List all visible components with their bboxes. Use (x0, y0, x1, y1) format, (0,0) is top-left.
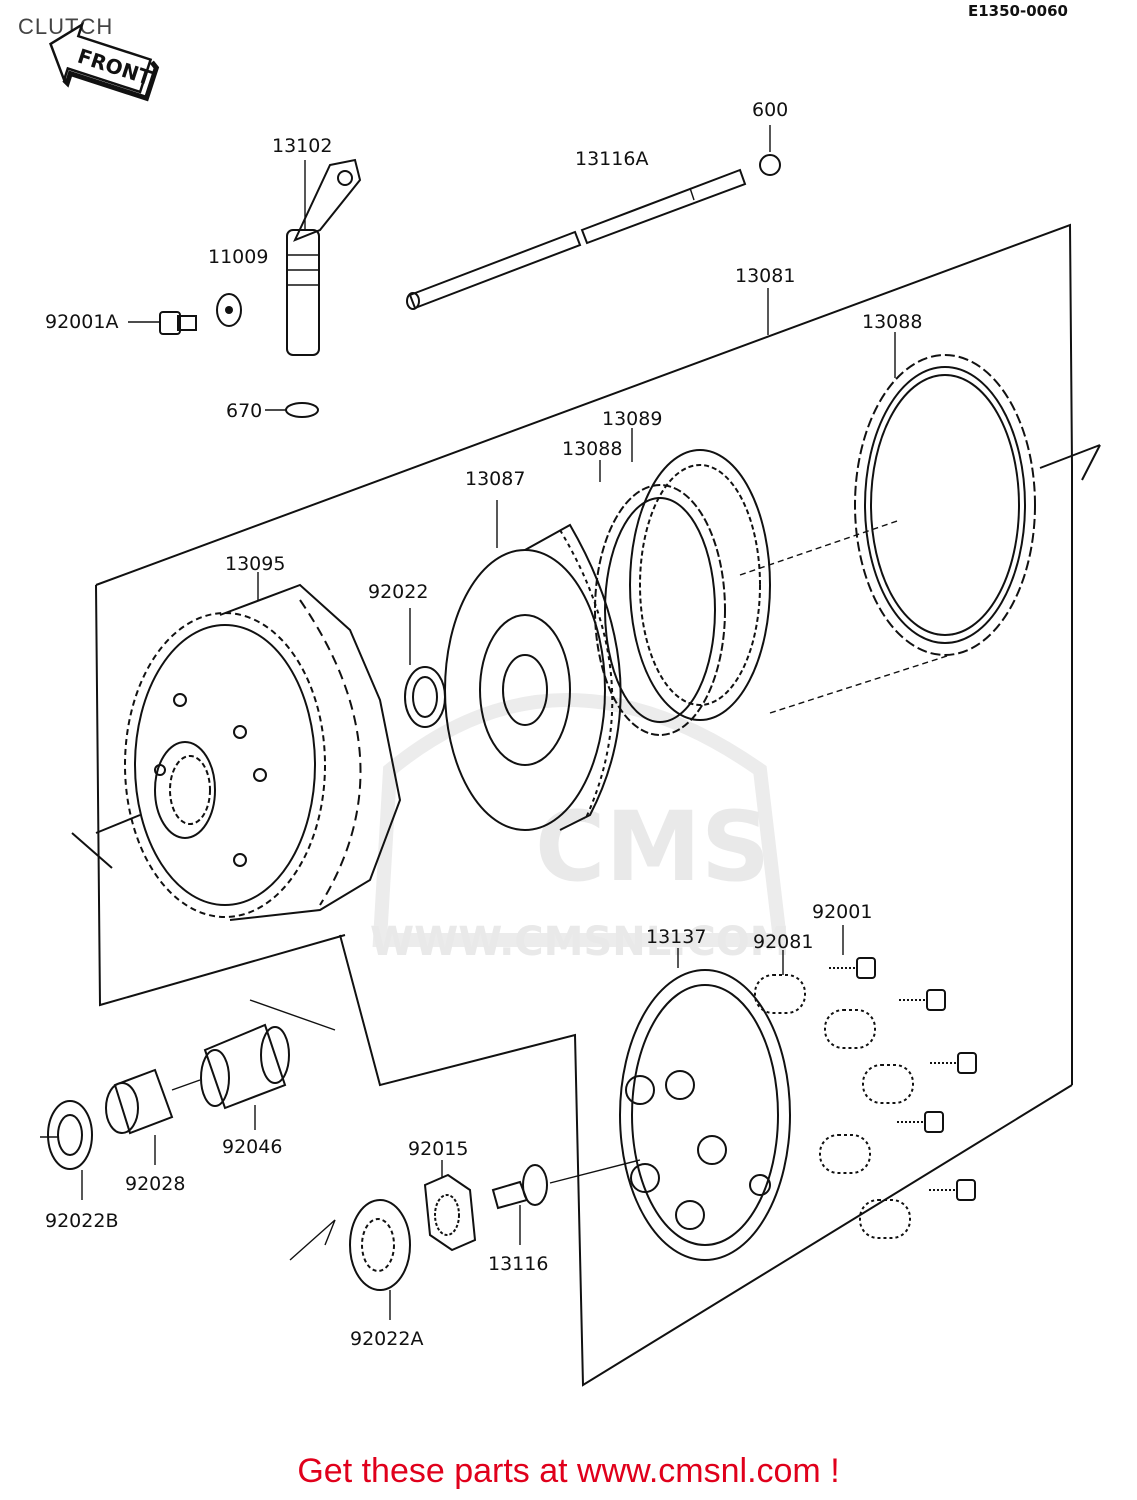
nut-92015 (423, 1160, 477, 1252)
label-92001: 92001 (812, 901, 872, 923)
label-600: 600 (752, 99, 788, 121)
lock-washer-92022a (289, 1199, 411, 1320)
sleeve-92028 (105, 1068, 201, 1165)
steel-plate-13089 (629, 428, 771, 721)
pushrod-13116a (406, 168, 747, 310)
label-11009: 11009 (208, 246, 268, 268)
label-13088-large: 13088 (862, 311, 922, 333)
label-92022b: 92022B (45, 1210, 118, 1232)
label-92081: 92081 (753, 931, 813, 953)
label-13102: 13102 (272, 135, 332, 157)
steel-ball-600 (759, 125, 781, 176)
label-13087: 13087 (465, 468, 525, 490)
washer-92022 (404, 608, 446, 728)
friction-plate-13088-large (739, 332, 1036, 714)
bolts-92001 (829, 925, 977, 1201)
label-92046: 92046 (222, 1136, 282, 1158)
footer-link[interactable]: Get these parts at www.cmsnl.com ! (297, 1452, 840, 1490)
part-labels: 600 13116A 13102 11009 92001A 670 13081 … (45, 99, 922, 1350)
watermark-logo-text: CMS (535, 791, 770, 903)
label-92015: 92015 (408, 1138, 468, 1160)
label-13116a: 13116A (575, 148, 648, 170)
label-13081: 13081 (735, 265, 795, 287)
friction-plate-13088 (594, 460, 726, 736)
washer-92022b (40, 1100, 93, 1200)
label-13095: 13095 (225, 553, 285, 575)
front-arrow: FRONT (49, 21, 160, 102)
label-13088-small: 13088 (562, 438, 622, 460)
label-13137: 13137 (646, 926, 706, 948)
label-92001a: 92001A (45, 311, 118, 333)
label-13116: 13116 (488, 1253, 548, 1275)
release-shaft-13102 (286, 158, 362, 356)
clutch-housing-13095 (124, 572, 402, 921)
pushrod-13116 (491, 1159, 641, 1245)
pressure-plate-13137 (619, 948, 791, 1261)
clutch-springs-92081 (754, 950, 914, 1239)
diagram-code: E1350-0060 (968, 2, 1068, 20)
label-670: 670 (226, 400, 262, 422)
reference-frame (71, 223, 1101, 1387)
watermark-logo: CMS WWW.CMSNL.COM (370, 693, 790, 965)
clutch-hub-13087 (444, 500, 622, 831)
bolt-92001a (128, 311, 197, 335)
label-92022: 92022 (368, 581, 428, 603)
o-ring-670 (265, 402, 319, 418)
label-13089: 13089 (602, 408, 662, 430)
washer-11009 (216, 293, 242, 327)
watermark-url-text: WWW.CMSNL.COM (370, 919, 790, 965)
needle-bearing-92046 (200, 999, 336, 1130)
label-92028: 92028 (125, 1173, 185, 1195)
label-92022a: 92022A (350, 1328, 423, 1350)
